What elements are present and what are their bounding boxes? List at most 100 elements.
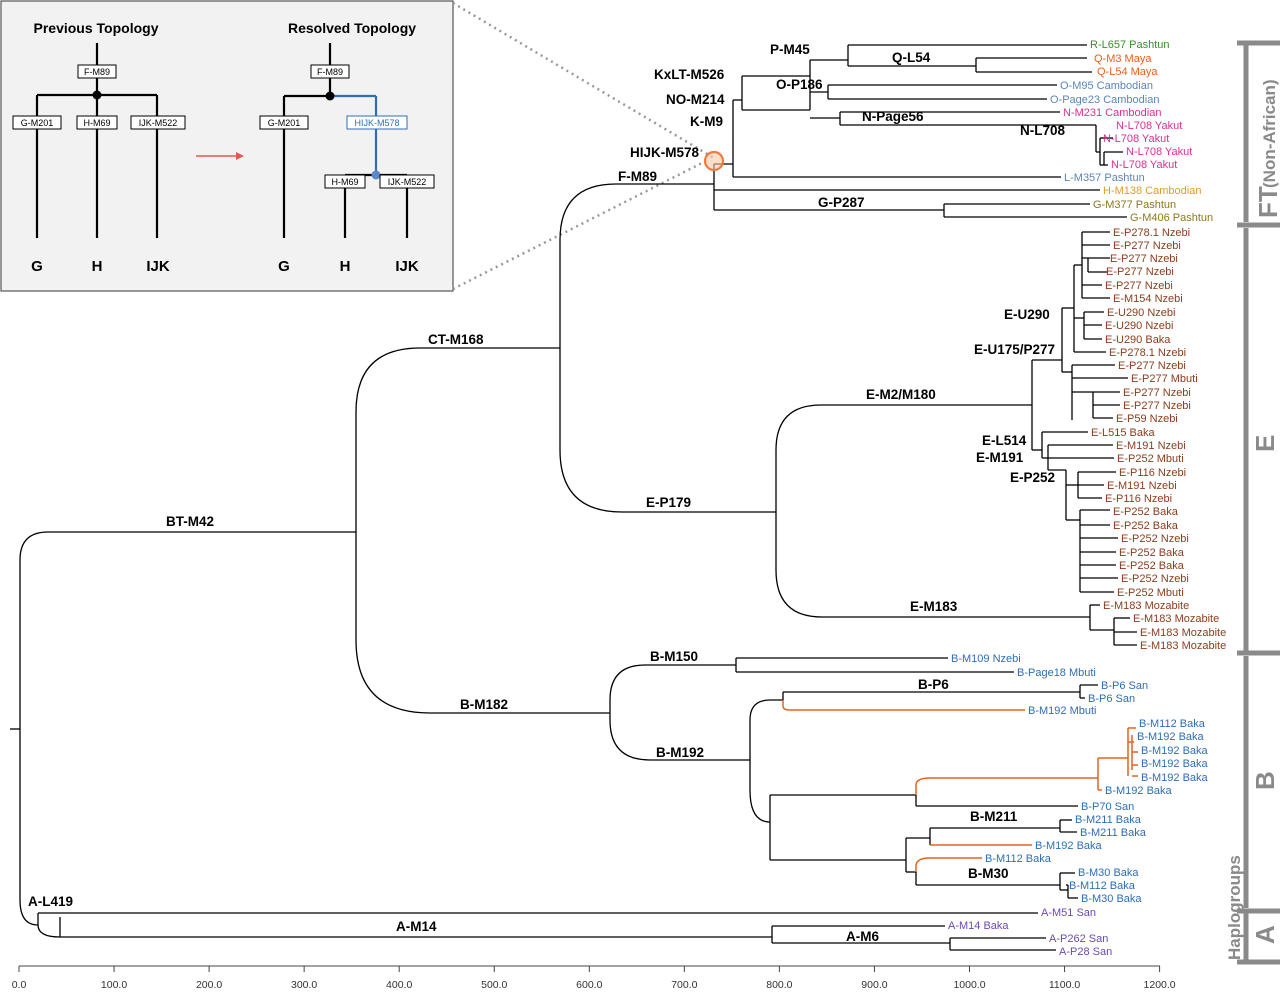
clade-n-page56: N-Page56 (862, 109, 924, 124)
leaf-label: E-P252 Nzebi (1121, 573, 1189, 585)
leaf-label: E-P252 Baka (1113, 520, 1179, 532)
res-f-node-label: F-M89 (317, 67, 343, 77)
leaf-label: B-M112 Baka (985, 853, 1052, 865)
prev-ijk-node-box (130, 115, 186, 130)
leaf-label: B-M192 Baka (1105, 785, 1173, 797)
clade-e-p252: E-P252 (1010, 470, 1055, 485)
leaf-label: B-M192 Baka (1137, 731, 1205, 743)
leaf-label: G-M377 Pashtun (1093, 199, 1176, 211)
leaf-label: E-U290 Baka (1105, 334, 1171, 346)
leaf-label: G-M406 Pashtun (1130, 212, 1213, 224)
leaf-label: B-M112 Baka (1069, 880, 1136, 892)
res-g-node-label: G-M201 (268, 118, 301, 128)
group-e-label: E (1250, 435, 1280, 452)
clade-o-p186: O-P186 (776, 77, 823, 92)
leaf-label: E-P277 Nzebi (1123, 387, 1191, 399)
topology-inset: Previous Topology Resolved Topology F-M8… (0, 0, 454, 292)
leaf-label: B-M192 Baka (1141, 758, 1209, 770)
axis-tick-label: 900.0 (861, 979, 887, 991)
leaf-label: B-M109 Nzebi (951, 653, 1021, 665)
leaf-label: E-P277 Nzebi (1113, 240, 1181, 252)
leaf-label: N-L708 Yakut (1116, 120, 1182, 132)
prev-f-node-box (77, 64, 117, 79)
res-tip-h: H (340, 258, 351, 275)
previous-topology-title: Previous Topology (34, 20, 159, 36)
leaf-label: Q-L54 Maya (1097, 66, 1158, 78)
clade-kxlt-m526: KxLT-M526 (654, 67, 725, 82)
leaf-label: A-P28 San (1059, 946, 1112, 958)
leaf-label: E-P278.1 Nzebi (1113, 227, 1190, 239)
leaf-label: B-M30 Baka (1081, 893, 1142, 905)
leaf-label: B-M192 Baka (1141, 772, 1209, 784)
leaf-label: N-L708 Yakut (1111, 159, 1177, 171)
clade-a-m6: A-M6 (846, 929, 879, 944)
res-g-node-box (259, 115, 309, 130)
res-f-node-box (310, 64, 350, 79)
leaf-label: O-M95 Cambodian (1060, 80, 1153, 92)
axis-tick-label: 800.0 (766, 979, 792, 991)
leaf-label: B-M192 Mbuti (1028, 705, 1096, 717)
transition-arrow (196, 152, 244, 160)
clade-e-m183: E-M183 (910, 599, 958, 614)
leaf-label: E-P252 Baka (1119, 560, 1185, 572)
clade-e-p179: E-P179 (646, 495, 691, 510)
prev-tip-g: G (31, 258, 43, 275)
clade-e-m191: E-M191 (976, 450, 1024, 465)
group-non-african-label: (Non-African) (1260, 79, 1279, 188)
clade-a-m14: A-M14 (396, 919, 437, 934)
leaf-label: E-U290 Nzebi (1107, 307, 1175, 319)
prev-ijk-node-label: IJK-M522 (139, 118, 178, 128)
leaf-label: A-M51 San (1041, 907, 1096, 919)
clade-k-m9: K-M9 (690, 114, 723, 129)
axis-tick-label: 600.0 (576, 979, 602, 991)
clade-e-u175-p277: E-U175/P277 (974, 342, 1055, 357)
leaf-label: Q-M3 Maya (1094, 53, 1152, 65)
res-ijk-node-box (379, 174, 435, 189)
clade-labels: BT-M42 CT-M168 F-M89 HIJK-M578 K-M9 NO-M… (28, 42, 1066, 944)
leaf-label: E-U290 Nzebi (1105, 320, 1173, 332)
leaf-label: E-L515 Baka (1091, 427, 1155, 439)
axis-tick-label: 0.0 (12, 979, 27, 991)
clade-ct-m168: CT-M168 (428, 332, 484, 347)
leaf-label: B-M211 Baka (1075, 814, 1142, 826)
leaf-label: E-P252 Mbuti (1117, 453, 1184, 465)
polytomy-node (92, 90, 102, 100)
prev-g-node-box (12, 115, 62, 130)
clade-b-m182: B-M182 (460, 697, 508, 712)
leaf-label: E-M183 Mozabite (1133, 613, 1219, 625)
leaf-label: E-P252 Baka (1113, 506, 1179, 518)
clade-bt-m42: BT-M42 (166, 514, 214, 529)
prev-tip-h: H (92, 258, 103, 275)
res-ijk-node-label: IJK-M522 (388, 177, 427, 187)
leaf-label: B-P6 San (1088, 693, 1135, 705)
clade-b-m30: B-M30 (968, 866, 1009, 881)
res-hijk-node-box (346, 115, 408, 130)
axis-tick-label: 100.0 (101, 979, 127, 991)
clade-e-l514: E-L514 (982, 433, 1027, 448)
leaf-label: B-P6 San (1101, 680, 1148, 692)
leaf-label: B-Page18 Mbuti (1017, 667, 1096, 679)
clade-g-p287: G-P287 (818, 195, 865, 210)
leaf-label: E-M183 Mozabite (1103, 600, 1189, 612)
leaf-label: E-P277 Nzebi (1123, 400, 1191, 412)
resolved-f-node (325, 91, 335, 101)
clade-no-m214: NO-M214 (666, 92, 725, 107)
haplogroups-label: Haplogroups (1225, 855, 1244, 960)
leaf-label: A-P262 San (1049, 933, 1108, 945)
prev-h-node-label: H-M69 (83, 118, 110, 128)
leaf-label: E-M191 Nzebi (1116, 440, 1186, 452)
axis-tick-label: 200.0 (196, 979, 222, 991)
axis-tick-label: 1200.0 (1144, 979, 1176, 991)
res-h-node-box (324, 174, 366, 189)
clade-q-l54: Q-L54 (892, 50, 931, 65)
highlighted-branches (782, 700, 1138, 872)
res-tip-g: G (278, 258, 290, 275)
clade-n-l708: N-L708 (1020, 123, 1066, 138)
axis-tick-label: 300.0 (291, 979, 317, 991)
group-labels: FT (Non-African) E B A Haplogroups (1225, 79, 1280, 960)
clade-e-m2-m180: E-M2/M180 (866, 387, 936, 402)
phylogenetic-tree (10, 44, 1137, 951)
leaf-label: R-L657 Pashtun (1090, 39, 1170, 51)
leaf-label: A-M14 Baka (948, 920, 1009, 932)
